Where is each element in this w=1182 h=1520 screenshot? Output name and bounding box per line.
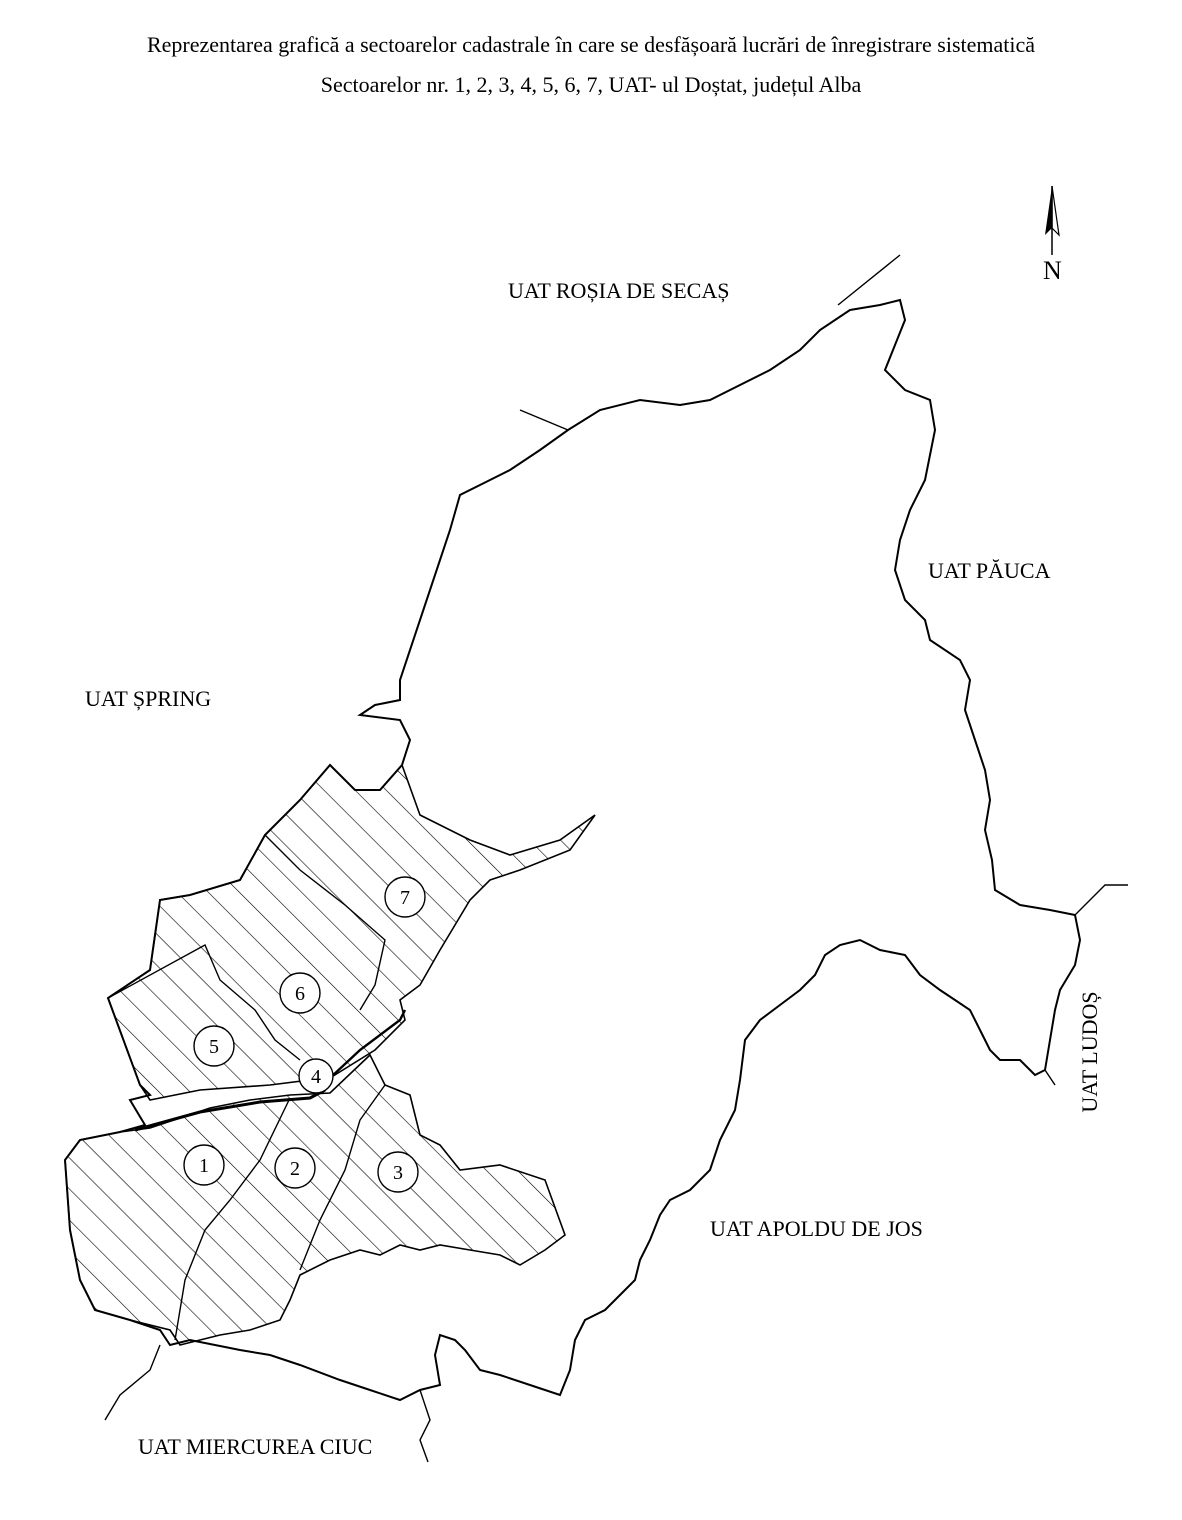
sector-divider-2-3 bbox=[299, 1084, 386, 1271]
neighbor-label-north: UAT ROȘIA DE SECAȘ bbox=[508, 278, 730, 303]
north-arrow-label: N bbox=[1043, 256, 1062, 285]
neighbor-label-west: UAT ȘPRING bbox=[85, 686, 212, 711]
sector-divider-5-6 bbox=[107, 944, 301, 1061]
boundary-stub-northeast bbox=[837, 254, 901, 306]
sector-number-4: 4 bbox=[311, 1066, 321, 1088]
sector-number-6: 6 bbox=[295, 983, 305, 1005]
sector-marker-3: 3 bbox=[377, 1151, 419, 1193]
sector-4-road bbox=[134, 1088, 326, 1132]
sector-divider-1-2 bbox=[174, 1097, 291, 1341]
boundary-stub-southwest bbox=[104, 1344, 161, 1421]
sector-divider-6-7 bbox=[264, 834, 386, 1011]
neighbor-label-southeast: UAT APOLDU DE JOS bbox=[710, 1216, 923, 1241]
boundary-stub-ludos bbox=[1044, 1069, 1056, 1086]
sector-marker-6: 6 bbox=[279, 972, 321, 1014]
sector-group-south-outline bbox=[64, 1053, 566, 1346]
sector-4-strip bbox=[329, 1009, 407, 1079]
sector-number-1: 1 bbox=[199, 1155, 209, 1177]
boundary-stub-north bbox=[519, 409, 569, 431]
boundary-stub-south bbox=[419, 1389, 431, 1463]
north-arrow-icon bbox=[1045, 185, 1060, 255]
sector-marker-4: 4 bbox=[298, 1058, 334, 1094]
sector-number-3: 3 bbox=[393, 1162, 403, 1184]
sector-marker-1: 1 bbox=[183, 1144, 225, 1186]
sector-marker-5: 5 bbox=[193, 1025, 235, 1067]
neighbor-label-south: UAT MIERCUREA CIUC bbox=[138, 1434, 373, 1459]
sector-marker-2: 2 bbox=[274, 1147, 316, 1189]
sector-number-5: 5 bbox=[209, 1036, 219, 1058]
map-subtitle: Sectoarelor nr. 1, 2, 3, 4, 5, 6, 7, UAT… bbox=[320, 72, 862, 97]
map-title: Reprezentarea grafică a sectoarelor cada… bbox=[146, 32, 1036, 57]
sector-number-2: 2 bbox=[290, 1158, 300, 1180]
neighbor-label-east: UAT PĂUCA bbox=[928, 558, 1051, 583]
boundary-stub-east bbox=[1074, 884, 1128, 916]
sector-marker-7: 7 bbox=[384, 876, 426, 918]
sector-number-7: 7 bbox=[400, 887, 410, 909]
